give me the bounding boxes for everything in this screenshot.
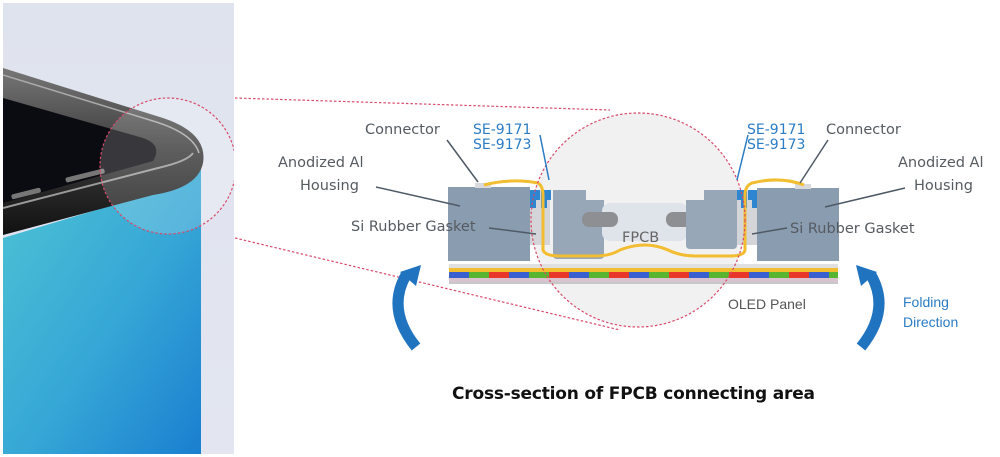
connector-left — [475, 183, 491, 188]
figure-caption: Cross-section of FPCB connecting area — [452, 384, 815, 404]
folding-arrow-left — [392, 272, 421, 351]
oled-subpixel-stripe — [729, 272, 749, 278]
oled-subpixel-stripe — [449, 272, 469, 278]
connector-left-label: Connector — [365, 122, 440, 138]
oled-subpixel-stripe — [609, 272, 629, 278]
oled-subpixel-stripe — [809, 272, 829, 278]
folding-arrow-right — [856, 272, 885, 351]
oled-subpixel-stripe — [589, 272, 609, 278]
zoom-guide-line-top — [234, 97, 611, 111]
fpcb-contact-left — [582, 212, 618, 227]
oled-subpixel-stripe — [629, 272, 649, 278]
oled-subpixel-stripe — [509, 272, 529, 278]
folding-arrowhead-left — [400, 265, 421, 286]
adhesive-right-b — [748, 190, 758, 208]
phone-corner-photo — [3, 3, 234, 454]
oled-subpixel-stripe — [769, 272, 789, 278]
fpcb-board — [602, 203, 688, 241]
se-9173-left-label: SE-9173 — [473, 137, 532, 153]
oled-subpixel-stripe — [529, 272, 549, 278]
phone-photo-graphic — [3, 3, 234, 454]
oled-subpixel-stripe — [789, 272, 809, 278]
housing-left-label-2: Housing — [300, 178, 359, 194]
inner-block-left — [553, 190, 604, 259]
housing-right — [757, 188, 839, 261]
se-9171-right-label: SE-9171 — [747, 122, 806, 138]
oled-subpixel-stripe — [469, 272, 489, 278]
oled-subpixel-stripe — [829, 272, 838, 278]
oled-panel — [449, 264, 838, 284]
se-9171-left-label: SE-9171 — [473, 122, 532, 138]
oled-subpixel-stripe — [669, 272, 689, 278]
inner-block-right — [686, 190, 737, 249]
housing-right-label-1: Anodized Al — [898, 155, 984, 171]
oled-subpixel-stripe — [749, 272, 769, 278]
oled-subpixel-stripe — [549, 272, 569, 278]
connector-right — [795, 184, 811, 189]
housing-right-label-2: Housing — [914, 178, 973, 194]
se-9173-right-label: SE-9173 — [747, 137, 806, 153]
oled-subpixel-stripe — [649, 272, 669, 278]
phone-body — [3, 163, 201, 454]
housing-left — [448, 187, 530, 261]
oled-subpixel-stripe — [689, 272, 709, 278]
phone-screen — [3, 98, 157, 203]
leader-lines — [375, 139, 906, 235]
connector-right-label: Connector — [826, 122, 901, 138]
folding-direction-label-1: Folding — [903, 294, 949, 310]
oled-subpixel-stripe — [569, 272, 589, 278]
oled-subpixel-stripe — [489, 272, 509, 278]
gasket-left-label: Si Rubber Gasket — [351, 219, 476, 235]
housing-left-label-1: Anodized Al — [278, 155, 364, 171]
folding-arrowhead-right — [856, 265, 877, 286]
folding-direction-label-2: Direction — [903, 314, 959, 330]
oled-subpixel-stripe — [709, 272, 729, 278]
oled-panel-label: OLED Panel — [728, 296, 806, 312]
zoom-guide-line-bottom — [234, 237, 621, 331]
photo-zoom-circle — [99, 97, 234, 235]
magnified-circle — [530, 112, 746, 328]
gasket-right-label: Si Rubber Gasket — [790, 221, 915, 237]
fpcb-trace — [483, 178, 805, 258]
fpcb-label: FPCB — [622, 230, 660, 246]
se-leader-lines — [539, 134, 749, 181]
